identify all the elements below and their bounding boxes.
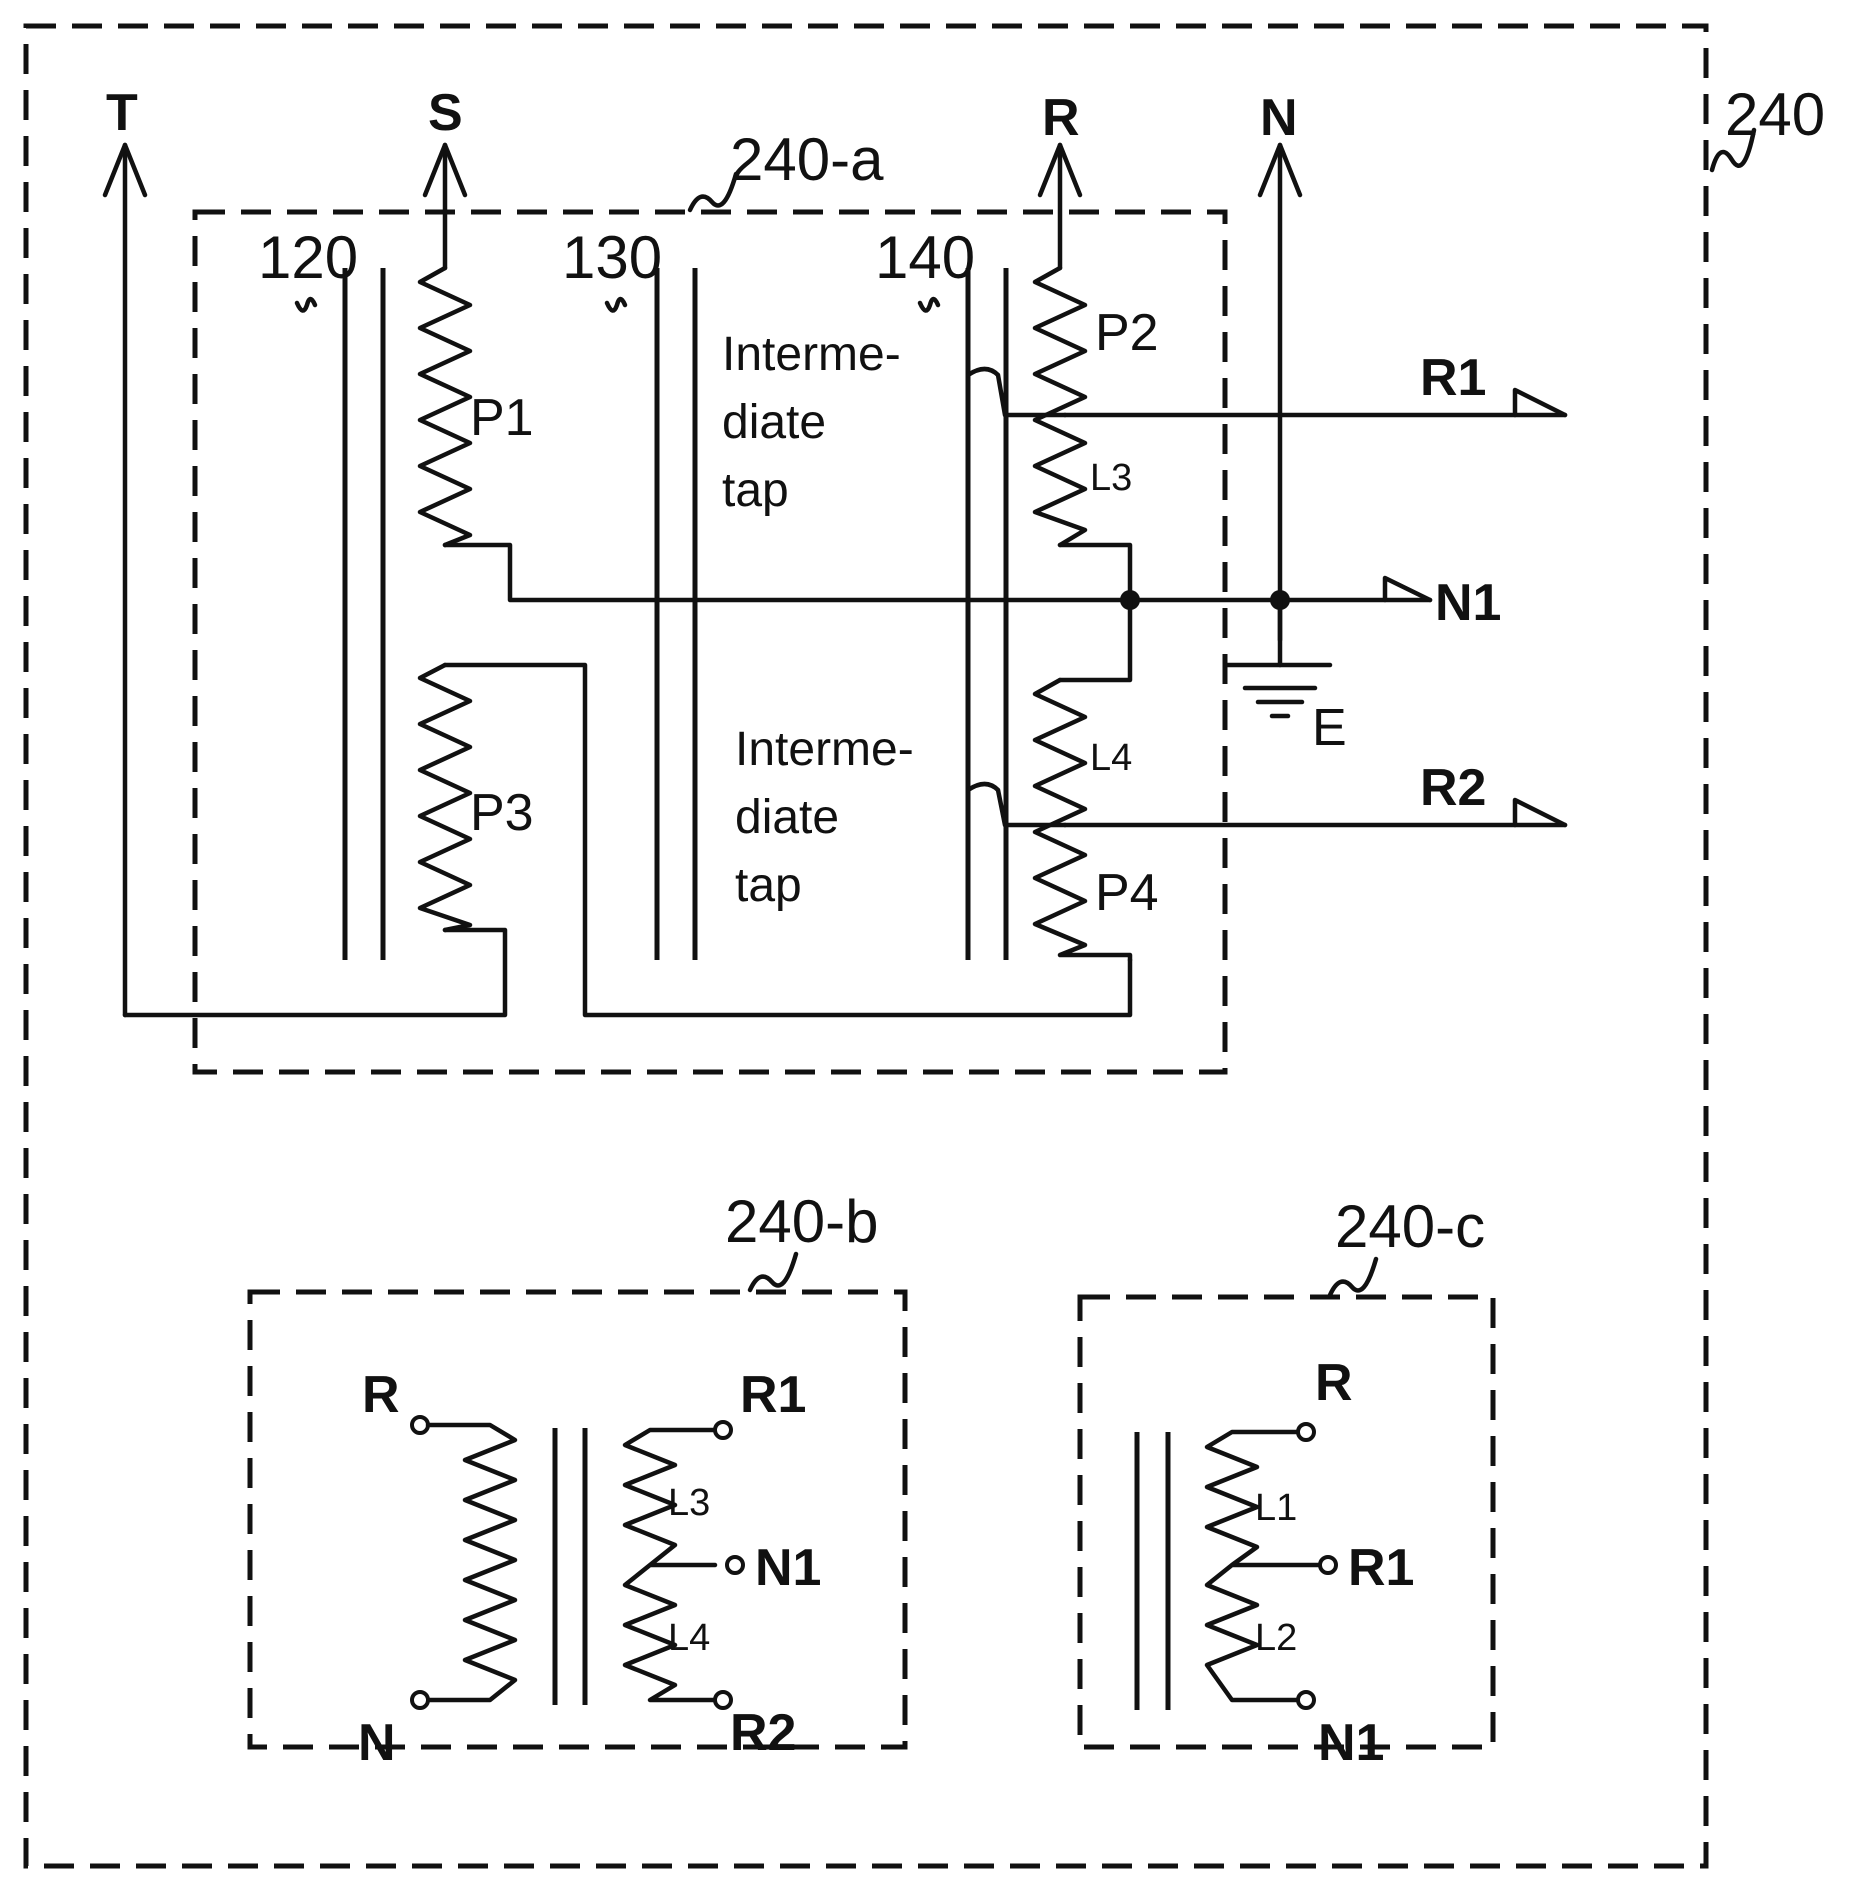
out-R1-label: R1 [1420,349,1486,407]
core-120-label: 120 [258,224,358,291]
tap-L4-wire-a [968,784,1065,825]
module-b-in-R-label: R [362,1366,400,1424]
outer-ref-label: 240 [1725,81,1825,148]
module-c-terminal-R1 [1320,1557,1336,1573]
R2-output-arrow [1515,800,1565,825]
phase-N-label: N [1260,89,1298,147]
module-b-out-R1-label: R1 [740,1366,806,1424]
core-130 [657,268,695,960]
phase-R-arrow [1040,145,1080,268]
module-b-primary-coil [428,1425,515,1700]
core-140-label: 140 [875,224,975,291]
coil-P2-label: P2 [1095,304,1159,362]
module-b-terminal-R1 [715,1422,731,1438]
tap-L4-label: L4 [1090,737,1132,779]
module-b-tap-L4-label: L4 [668,1617,710,1659]
ground-symbol [1245,688,1315,716]
module-c-out-N1-label: N1 [1318,1714,1384,1772]
coil-P1-label: P1 [470,389,534,447]
tap-label-1-line-1: Interme- [722,328,901,381]
coil-P3 [420,665,470,930]
module-b-terminal-R [412,1417,428,1433]
tap-label-2-line-1: Interme- [735,723,914,776]
tap-label-1-line-2: diate [722,396,826,449]
core-120 [345,268,383,960]
module-c-tap-L2-label: L2 [1255,1617,1297,1659]
module-b-in-N-label: N [358,1714,396,1772]
out-N1-label: N1 [1435,574,1501,632]
phase-S-arrow [425,145,465,268]
tap-label-2-line-2: diate [735,791,839,844]
module-b-tap-L3-label: L3 [668,1482,710,1524]
core-130-label: 130 [562,224,662,291]
wire-P2-to-N1 [1060,545,1130,600]
module-c-ref-label: 240-c [1335,1193,1485,1260]
module-b-ref-leader [750,1254,796,1290]
module-c-out-R1-label: R1 [1348,1539,1414,1597]
wire-P3-bottom-to-T [125,930,505,1015]
module-b-terminal-N1 [727,1557,743,1573]
module-a-box [195,212,1225,1072]
module-b-secondary-coil [625,1430,715,1700]
ground-E-label: E [1312,699,1347,757]
module-c-ref-leader [1330,1259,1376,1295]
module-a-ref-label: 240-a [730,126,884,193]
module-b-ref-label: 240-b [725,1188,878,1255]
module-b-terminal-N [412,1692,428,1708]
out-R2-label: R2 [1420,759,1486,817]
phase-R-label: R [1042,89,1080,147]
module-b-terminal-R2 [715,1692,731,1708]
phase-S-label: S [428,84,463,142]
module-c-coil [1207,1432,1320,1700]
N1-output-arrow [1385,578,1430,600]
module-c-in-R-label: R [1315,1354,1353,1412]
tap-label-2-line-3: tap [735,859,802,912]
core-140-leader [920,299,938,311]
tap-label-1-line-3: tap [722,464,789,517]
coil-P2 [1035,268,1085,545]
coil-P1 [420,268,470,545]
module-c-terminal-N1 [1298,1692,1314,1708]
phase-T-arrow [105,145,145,1015]
core-120-leader [297,299,315,311]
module-c-tap-L1-label: L1 [1255,1487,1297,1529]
module-b-core [555,1428,585,1705]
module-b-out-R2-label: R2 [730,1704,796,1762]
module-c-terminal-R [1298,1424,1314,1440]
module-c-core [1137,1432,1168,1710]
wire-P1-to-N1-bus [445,545,1130,600]
module-b-out-N1-label: N1 [755,1539,821,1597]
phase-N-arrow [1260,145,1300,640]
tap-L3-wire-a [968,369,1065,415]
outer-box-240 [26,26,1706,1866]
coil-P4-label: P4 [1095,864,1159,922]
wire-N1-to-P4 [1060,600,1130,680]
phase-T-label: T [106,84,138,142]
tap-L3-label: L3 [1090,457,1132,499]
coil-P3-label: P3 [470,784,534,842]
core-130-leader [607,299,625,311]
module-b-box [250,1292,905,1747]
R1-output-arrow [1515,390,1565,415]
